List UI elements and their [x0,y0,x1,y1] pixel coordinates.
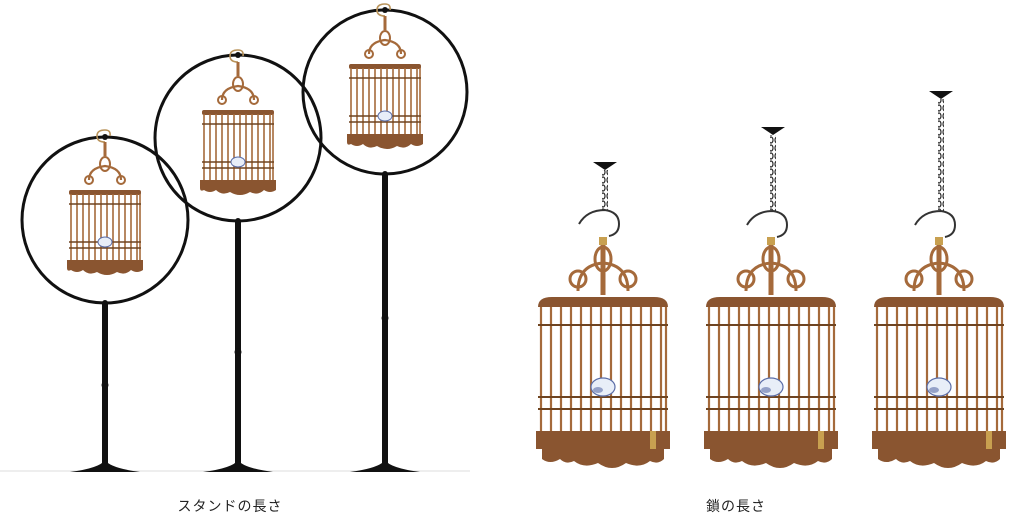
hook [914,210,957,238]
stand-cage-short [20,128,190,472]
stand-ring [153,53,323,223]
chain-length-caption: 鎖の長さ [706,499,766,515]
chain-cage-long [872,91,1006,468]
stand-base [350,460,420,472]
stand-pole [235,221,241,463]
stand-ring [301,8,469,176]
chain-cage-short [536,162,670,468]
stand-cage-tall [301,2,469,472]
ceiling-mount [761,127,785,135]
stand-base [70,460,140,472]
stand-cage-medium [153,48,323,472]
stand-ring [20,135,190,305]
stand-base [203,460,273,472]
chain [770,135,776,211]
ceiling-mount [929,91,953,99]
stand-length-caption: スタンドの長さ [177,499,283,515]
chain [602,170,608,210]
hook [746,210,789,238]
hook [578,209,621,237]
chain-cage-medium [704,127,838,468]
chain [938,99,944,211]
ceiling-mount [593,162,617,170]
